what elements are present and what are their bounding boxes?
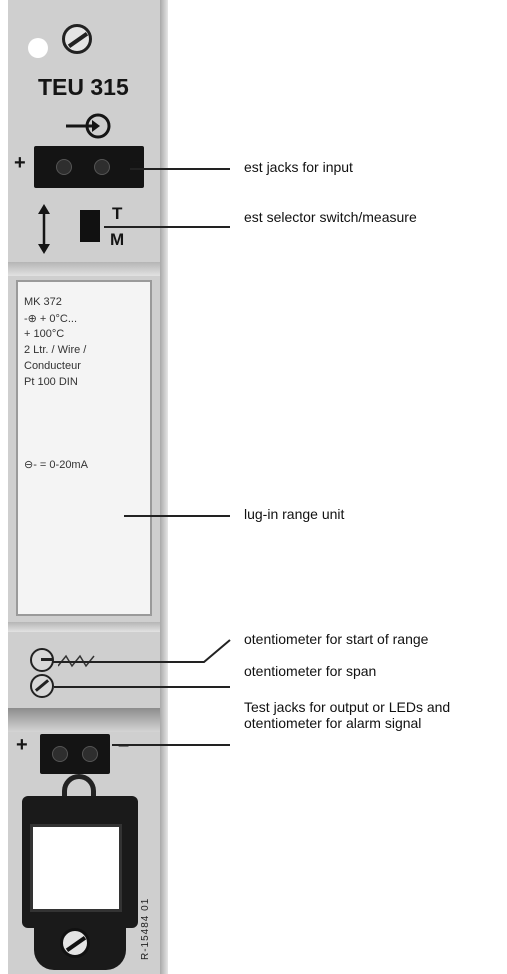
start-potentiometer[interactable] xyxy=(30,648,54,672)
callout-span-potentiometer: otentiometer for span xyxy=(244,663,377,679)
jack-minus-sign: – xyxy=(132,150,144,172)
range-unit-card[interactable]: MK 372 -⊕ + 0°C... + 100°C 2 Ltr. / Wire… xyxy=(16,280,152,616)
card-line: Pt 100 DIN xyxy=(24,376,78,388)
jack-socket xyxy=(82,746,98,762)
callout-selector-switch: est selector switch/measure xyxy=(244,209,417,225)
switch-test-label: T xyxy=(112,204,123,223)
card-line: ⊖- = 0-20mA xyxy=(24,459,88,471)
card-line: MK 372 xyxy=(24,296,62,308)
selector-switch[interactable] xyxy=(80,210,100,242)
jack-plus-sign: + xyxy=(14,152,26,174)
card-ridge xyxy=(8,262,160,276)
callout-input-jacks: est jacks for input xyxy=(244,159,353,175)
card-line: + 100°C xyxy=(24,328,65,340)
card-line: -⊕ + 0°C... xyxy=(24,313,78,325)
handle-label-plate xyxy=(30,824,122,912)
callout-output-jacks-line1: Test jacks for output or LEDs and xyxy=(244,699,451,715)
card-line: 2 Ltr. / Wire / xyxy=(24,344,87,356)
callout-output-jacks-line2: otentiometer for alarm signal xyxy=(244,715,422,731)
panel-edge xyxy=(160,0,168,974)
card-line: Conducteur xyxy=(24,360,81,372)
span-potentiometer[interactable] xyxy=(30,674,54,698)
bottom-screw-icon xyxy=(60,928,90,958)
leader-line xyxy=(52,639,231,663)
output-plus-sign: + xyxy=(16,734,28,756)
mounting-hole xyxy=(28,38,48,58)
output-test-jacks[interactable] xyxy=(40,734,110,774)
leader-line xyxy=(130,168,230,170)
handle-ring xyxy=(62,774,96,804)
jack-socket xyxy=(52,746,68,762)
top-screw-icon xyxy=(62,24,92,54)
output-bar xyxy=(8,708,160,732)
card-ridge-bottom xyxy=(8,622,160,632)
input-symbol-icon xyxy=(66,113,111,139)
leader-line xyxy=(112,744,230,746)
model-label: TEU 315 xyxy=(38,74,129,100)
jack-socket xyxy=(56,159,72,175)
leader-line xyxy=(104,226,230,228)
leader-line xyxy=(54,686,230,688)
part-number: R-15484 01 xyxy=(140,897,151,960)
leader-line xyxy=(124,515,230,517)
jack-socket xyxy=(94,159,110,175)
callout-range-unit: lug-in range unit xyxy=(244,506,345,522)
switch-measure-label: M xyxy=(110,230,125,249)
callout-start-potentiometer: otentiometer for start of range xyxy=(244,631,429,647)
double-arrow-icon xyxy=(38,204,50,254)
input-test-jacks[interactable] xyxy=(34,146,144,188)
